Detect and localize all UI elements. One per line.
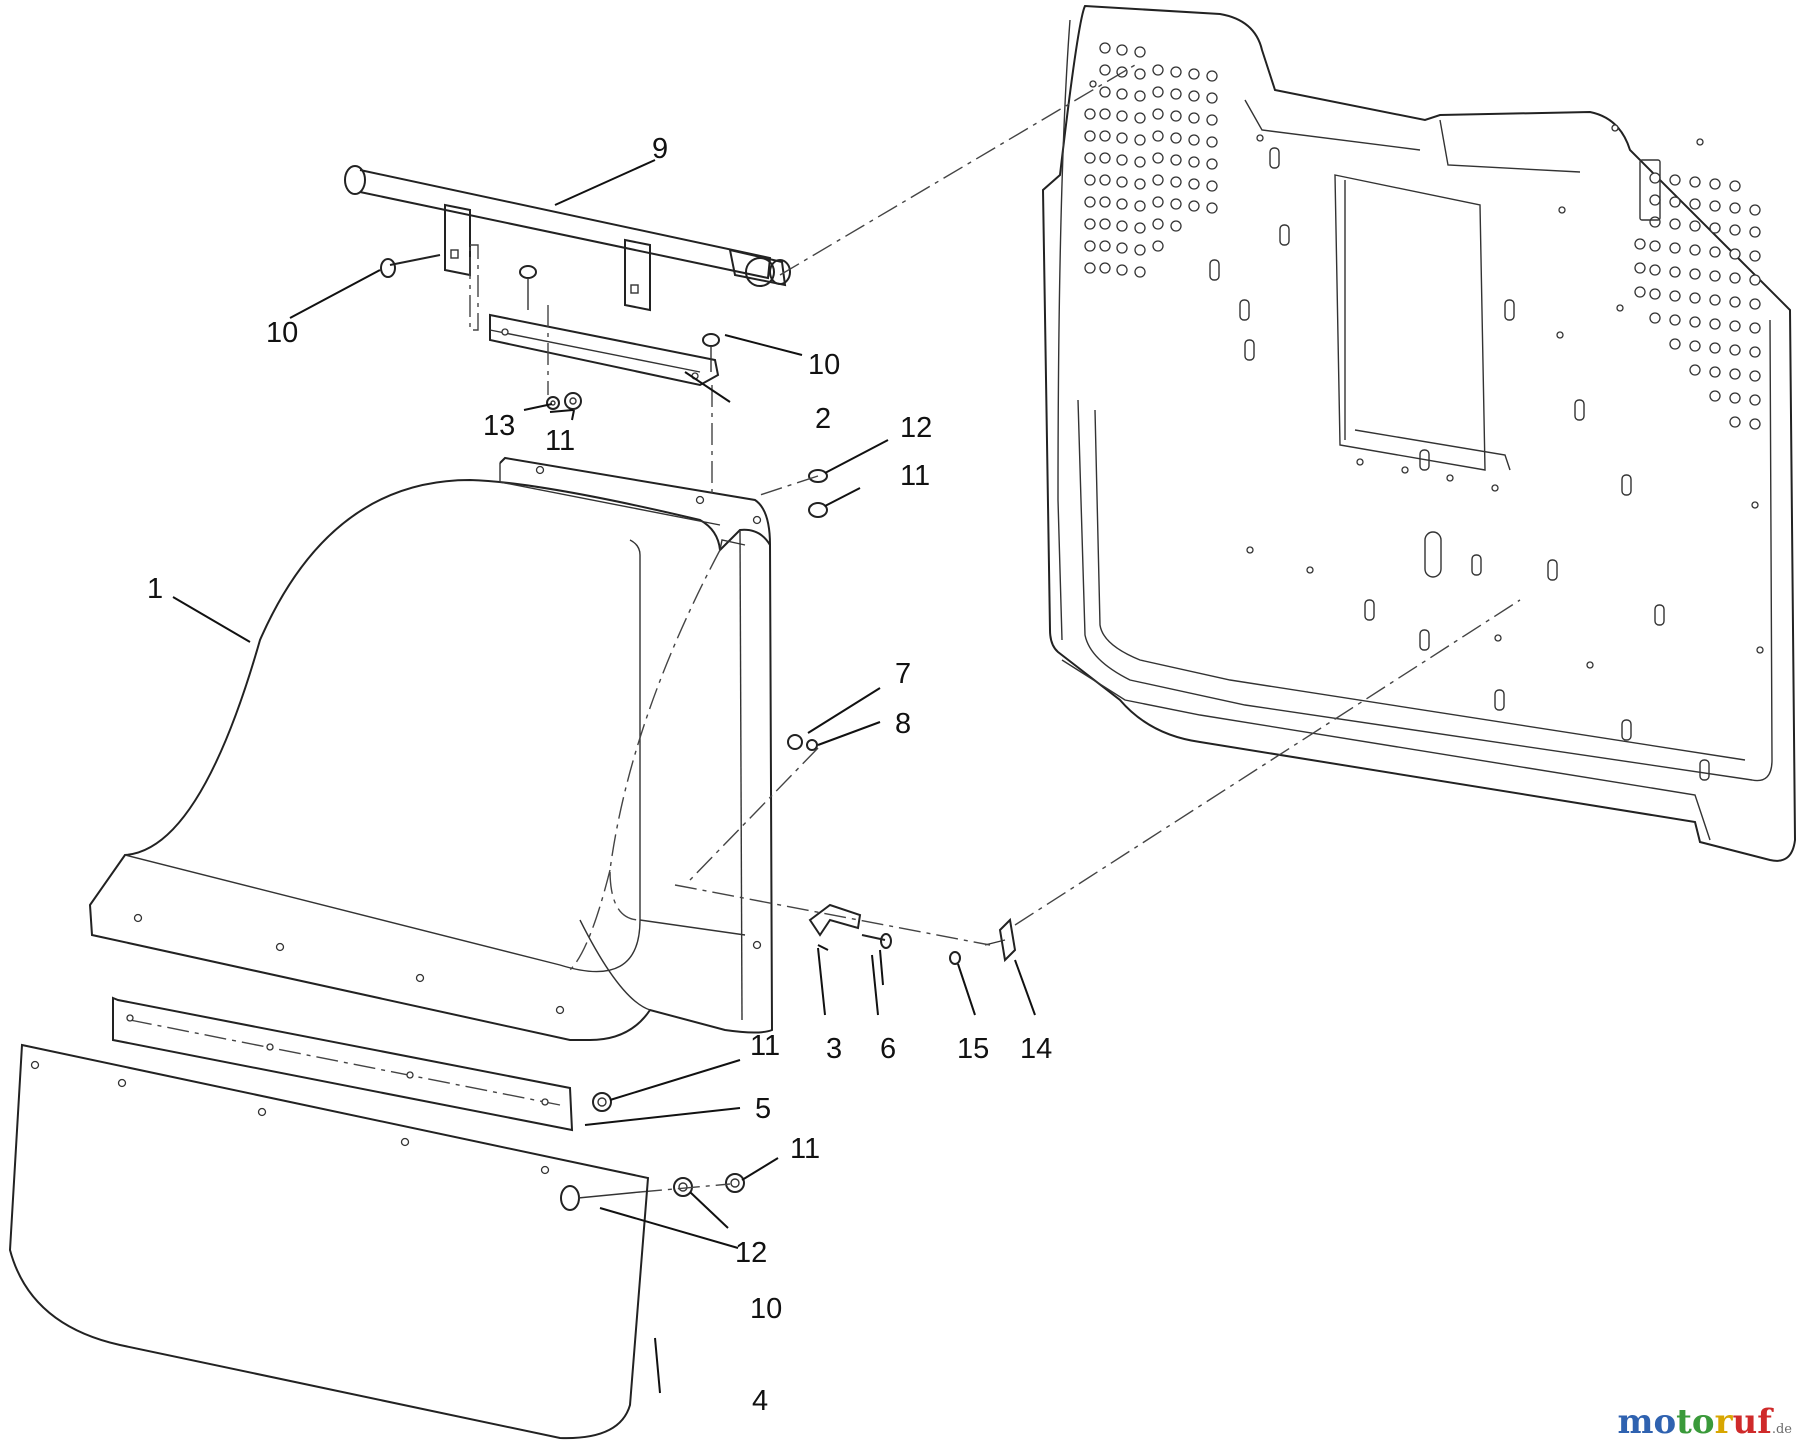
callout-1: 1 bbox=[147, 573, 163, 605]
mounting-bracket bbox=[469, 244, 720, 495]
callout-8: 8 bbox=[895, 708, 911, 740]
chute-flange-holes bbox=[133, 465, 762, 1015]
callout-12-bottom: 12 bbox=[735, 1237, 767, 1269]
callout-5: 5 bbox=[755, 1093, 771, 1125]
watermark-brand: motoruf bbox=[1618, 1402, 1772, 1442]
callout-11-top: 11 bbox=[545, 425, 575, 457]
chute-flap bbox=[8, 1043, 650, 1440]
watermark-brand-part: to bbox=[1676, 1402, 1715, 1442]
watermark-tld: .de bbox=[1771, 1422, 1792, 1437]
chute-body bbox=[88, 456, 774, 1041]
watermark-brand-part: uf bbox=[1732, 1402, 1772, 1442]
callout-4: 4 bbox=[752, 1385, 768, 1417]
callout-13: 13 bbox=[483, 410, 515, 442]
callout-11-bottom: 11 bbox=[790, 1133, 820, 1165]
watermark-brand-part: r bbox=[1714, 1402, 1733, 1442]
callout-7: 7 bbox=[895, 658, 911, 690]
rear-panel-perforations-left bbox=[1084, 42, 1218, 278]
callout-11-strip: 11 bbox=[750, 1030, 780, 1062]
leader-lines bbox=[172, 159, 1036, 1394]
callout-6: 6 bbox=[880, 1033, 896, 1065]
callout-12-right: 12 bbox=[900, 412, 932, 444]
callout-labels: 1 2 3 4 5 6 7 8 9 10 10 10 11 11 11 11 1… bbox=[147, 133, 1052, 1417]
callout-10-left: 10 bbox=[266, 317, 298, 349]
callout-10-top: 10 bbox=[808, 349, 840, 381]
callout-9: 9 bbox=[652, 133, 668, 165]
clamp-strip bbox=[112, 996, 574, 1132]
callout-3: 3 bbox=[826, 1033, 842, 1065]
watermark-brand-part: mo bbox=[1617, 1402, 1677, 1442]
callout-2: 2 bbox=[815, 403, 831, 435]
pivot-rod bbox=[344, 64, 1136, 312]
callout-10-bottom: 10 bbox=[750, 1293, 782, 1325]
rear-panel-perforations-right bbox=[1634, 172, 1761, 430]
callout-15: 15 bbox=[957, 1033, 989, 1065]
rear-panel-slots bbox=[1209, 147, 1710, 781]
callout-11-right: 11 bbox=[900, 460, 930, 492]
callout-14: 14 bbox=[1020, 1033, 1052, 1065]
rear-panel-mounting-holes bbox=[1089, 80, 1764, 669]
fasteners bbox=[380, 254, 1521, 1211]
rear-panel bbox=[1041, 4, 1797, 862]
brand-watermark: motoruf.de bbox=[1618, 1402, 1792, 1442]
